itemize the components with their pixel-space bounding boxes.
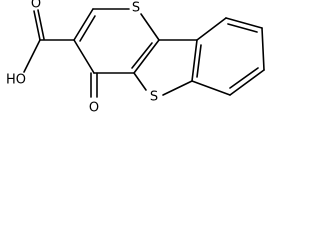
- bond-c7-c6-inner: [229, 67, 259, 89]
- bond-c9a-c4a-inner: [131, 42, 153, 69]
- bond-c7-c6: [229, 69, 265, 96]
- bond-c6-c5a: [191, 80, 231, 96]
- atom-label-layer: HO O O S S: [6, 0, 158, 116]
- bond-c9-c8-inner: [227, 23, 258, 33]
- bond-c3-c2-inner: [79, 15, 96, 42]
- bond-c8-c7: [261, 27, 265, 71]
- thiophene-sulfur-label: S: [150, 90, 158, 105]
- bond-c-o-double-a: [33, 10, 41, 41]
- ketone-oxygen-label: O: [89, 101, 99, 116]
- thiopyran-sulfur-label: S: [132, 1, 140, 16]
- bond-c9a-c4a: [133, 39, 160, 74]
- bond-c3-c2: [73, 8, 94, 41]
- bond-s1-c9a: [140, 13, 160, 41]
- acid-carbonyl-oxygen-label: O: [31, 0, 41, 12]
- bond-c4-c3: [73, 39, 95, 74]
- bond-c5a-c9b-inner: [196, 44, 202, 78]
- bond-c9b-c9: [196, 17, 227, 41]
- bond-s-c5a: [162, 80, 193, 96]
- hydroxyl-label: HO: [6, 73, 26, 88]
- bond-c-oh: [23, 39, 41, 73]
- bond-c9-c8: [225, 17, 263, 29]
- chemical-structure-diagram: HO O O S S: [6, 0, 265, 116]
- bond-c-o-double-b: [37, 9, 45, 40]
- bond-c9b-c5a: [191, 39, 198, 82]
- bond-c4a-s: [133, 72, 147, 91]
- bond-layer: [23, 8, 265, 98]
